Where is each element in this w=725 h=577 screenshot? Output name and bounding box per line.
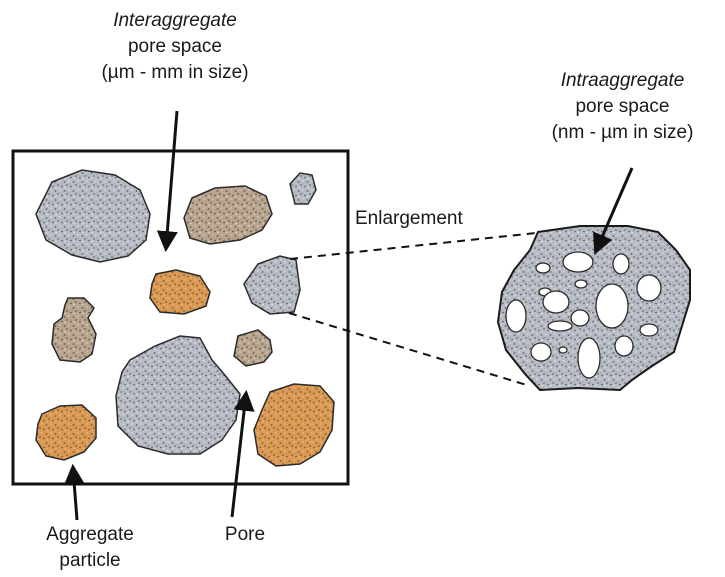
aggregate-particle-gray: [244, 256, 300, 314]
intraaggregate-line3: (nm - µm in size): [520, 120, 725, 146]
aggregate-particle-label: Aggregate particle: [20, 522, 160, 574]
intraaggregate-label: Intraaggregate pore space (nm - µm in si…: [520, 68, 725, 146]
enlargement-line-upper: [290, 233, 536, 259]
enlargement-label: Enlargement: [355, 206, 515, 232]
aggregate-line2: particle: [20, 548, 160, 574]
intraaggregate-title: Intraaggregate: [520, 68, 725, 94]
arrow-interaggregate: [166, 111, 177, 248]
intraaggregate-line2: pore space: [520, 94, 725, 120]
aggregate-particle-gray: [36, 170, 150, 262]
arrow-aggregate-particle: [73, 468, 77, 520]
aggregate-particle-tan: [234, 330, 272, 366]
interaggregate-line2: pore space: [60, 34, 290, 60]
interaggregate-label: Interaggregate pore space (µm - mm in si…: [60, 8, 290, 86]
interaggregate-line3: (µm - mm in size): [60, 60, 290, 86]
aggregate-particle-gray: [116, 336, 240, 454]
aggregate-particle-orange: [150, 270, 210, 314]
interaggregate-title: Interaggregate: [60, 8, 290, 34]
enlargement-line-lower: [289, 313, 530, 386]
aggregate-particle-tan: [184, 186, 272, 244]
aggregate-line1: Aggregate: [20, 522, 160, 548]
aggregate-particle-orange: [254, 384, 334, 466]
aggregate-particle-orange: [36, 405, 96, 460]
aggregate-particle-tan: [52, 298, 96, 362]
aggregate-particle-gray: [290, 173, 316, 204]
pore-label: Pore: [195, 522, 295, 548]
